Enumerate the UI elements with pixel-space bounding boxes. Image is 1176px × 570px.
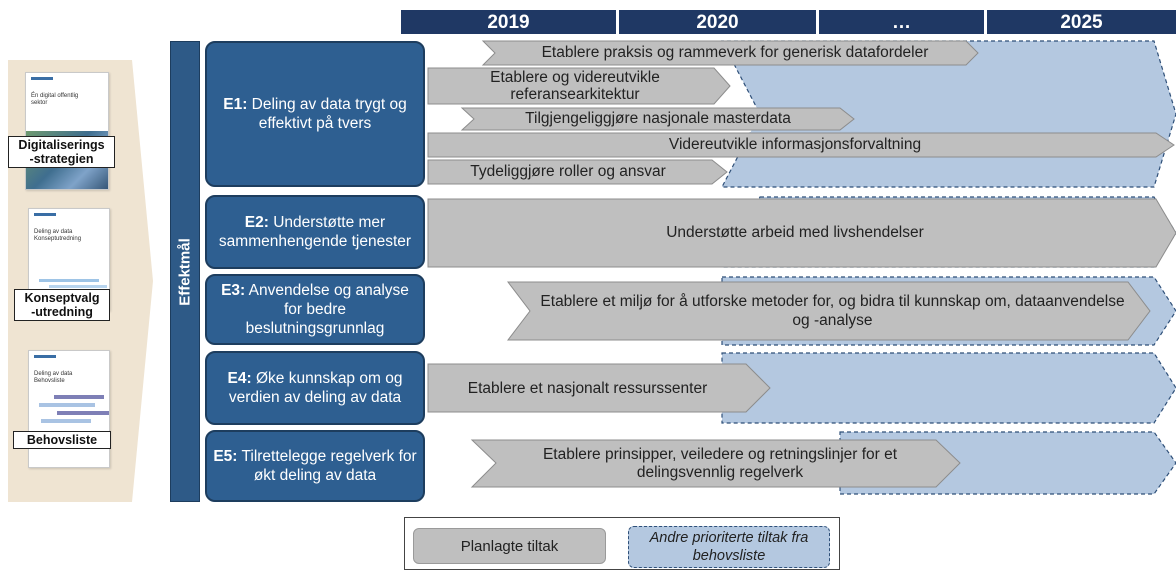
- goal-e3-code: E3:: [221, 282, 246, 299]
- concept-study-document-title: Deling av data Konseptutredning: [34, 229, 82, 242]
- legend: Planlagte tiltak Andre prioriterte tilta…: [404, 517, 840, 570]
- planned-arrow-e1-1: [481, 40, 979, 66]
- other-measures-arrow-e4: [721, 352, 1176, 424]
- digitaliseringsstrategien-label: Digitaliserings -strategien: [8, 136, 115, 168]
- planned-arrow-e5-1: [470, 439, 961, 488]
- planned-arrow-e1-3: [460, 107, 855, 131]
- measure-e1-3-label: Tilgjengeliggjøre nasjonale masterdata: [525, 110, 791, 127]
- year-2020: 2020: [619, 10, 816, 34]
- measure-e5-1-label: Etablere prinsipper, veiledere og retnin…: [542, 446, 898, 481]
- goal-e4-text: Øke kunnskap om og verdien av deling av …: [228, 370, 403, 406]
- measure-e1-4-label: Videreutvikle informasjonsforvaltning: [668, 136, 922, 153]
- goal-e5-code: E5:: [213, 448, 238, 465]
- goal-e1-code: E1:: [223, 96, 248, 113]
- year-2019: 2019: [401, 10, 616, 34]
- measure-e3-1-label: Etablere et miljø for å utforske metoder…: [540, 293, 1125, 329]
- goal-e3-text: Anvendelse og analyse for bedre beslutni…: [245, 282, 409, 337]
- measure-e1-1-label: Etablere praksis og rammeverk for generi…: [541, 44, 929, 61]
- measure-e1-2-label: Etablere og videreutvikle referansearkit…: [490, 69, 660, 103]
- strategy-document-title: Én digital offentlig sektor: [31, 93, 79, 106]
- measure-e4-1-label: Etablere et nasjonalt ressurssenter: [467, 380, 708, 397]
- goal-e1-text: Deling av data trygt og effektivt på tve…: [251, 96, 407, 132]
- year-ellipsis: …: [819, 10, 984, 34]
- year-2025: 2025: [987, 10, 1176, 34]
- goal-e2-code: E2:: [244, 214, 269, 231]
- legend-other: Andre prioriterte tiltak fra behovsliste: [628, 526, 830, 568]
- planned-arrow-e3-1: [506, 281, 1151, 341]
- goal-e5-text: Tilrettelegge regelverk for økt deling a…: [241, 448, 417, 484]
- measure-e1-5-label: Tydeliggjøre roller og ansvar: [470, 163, 666, 180]
- measure-e2-1-label: Understøtte arbeid med livshendelser: [666, 224, 924, 241]
- goal-e2: E2: Understøtte mer sammenhengende tjene…: [205, 195, 425, 269]
- planned-arrow-e2-1: [427, 198, 1176, 268]
- goal-e2-text: Understøtte mer sammenhengende tjenester: [218, 214, 412, 250]
- konseptvalgutredning-label: Konseptvalg -utredning: [14, 289, 110, 321]
- planned-arrow-e1-2: [427, 67, 731, 105]
- behovsliste-label: Behovsliste: [13, 431, 111, 449]
- planned-arrow-e1-5: [427, 159, 728, 185]
- goal-e3: E3: Anvendelse og analyse for bedre besl…: [205, 274, 425, 345]
- needs-list-document-title: Deling av data Behovsliste: [34, 371, 73, 384]
- source-documents-panel: Én digital offentlig sektor Digitaliseri…: [8, 60, 153, 502]
- planned-arrow-e4-1: [427, 363, 771, 413]
- effektmal-bar: Effektmål: [170, 41, 200, 502]
- goal-e4: E4: Øke kunnskap om og verdien av deling…: [205, 351, 425, 425]
- planned-arrow-e1-4: [427, 132, 1175, 158]
- goal-e4-code: E4:: [227, 370, 252, 387]
- goal-e1: E1: Deling av data trygt og effektivt på…: [205, 41, 425, 187]
- legend-planned: Planlagte tiltak: [413, 528, 606, 564]
- goal-e5: E5: Tilrettelegge regelverk for økt deli…: [205, 430, 425, 502]
